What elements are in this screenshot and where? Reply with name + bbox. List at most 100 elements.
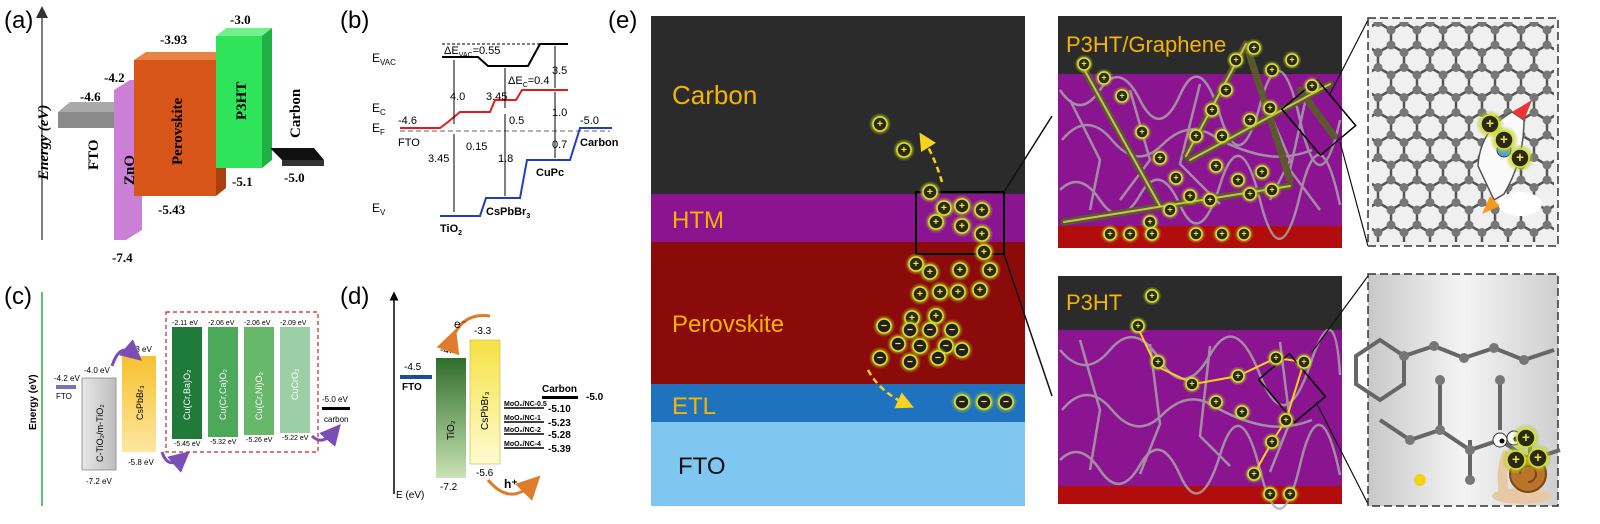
electron-label: e⁻: [454, 317, 467, 331]
hole: [1265, 183, 1279, 197]
hole-sign: +: [1157, 153, 1162, 163]
perovskite-layer-label: Perovskite: [672, 311, 784, 338]
hole: [974, 202, 990, 218]
hole-sign: +: [1213, 397, 1218, 407]
hole-sign: +: [1147, 217, 1152, 227]
hole-sign: +: [1135, 321, 1140, 331]
perovskite-top: -3.93: [160, 32, 188, 47]
b4-bot: -5.22 eV: [282, 435, 309, 442]
ef-label: EF: [372, 121, 385, 137]
b2-block: [208, 327, 238, 437]
hole-sign: +: [1101, 73, 1106, 83]
moo2-3-val: -5.28: [548, 430, 571, 441]
delta-ec: ΔEC=0.4: [508, 75, 549, 89]
hole-sign: +: [1173, 173, 1178, 183]
moo2-4-val: -5.39: [548, 444, 571, 455]
hole: [976, 244, 992, 260]
hole-sign: +: [1149, 229, 1154, 239]
hole-sign: +: [1289, 55, 1294, 65]
hole: [1305, 79, 1319, 93]
moo2-3: MoO₂/NC-2: [504, 427, 541, 434]
hole: [896, 142, 912, 158]
hole-sign: +: [955, 286, 961, 298]
carbon-label: Carbon: [288, 88, 304, 138]
hole: [972, 282, 988, 298]
cspbbr3-c-block: [122, 356, 156, 452]
val-0-5: 0.5: [509, 115, 524, 127]
hole-sign: +: [1239, 407, 1244, 417]
tio2-d-block: [436, 358, 466, 478]
panel-d: (d) E (eV) -4.5 FTO -4.2 -7.2 TiO₂ -3.3 …: [340, 283, 604, 501]
hole: [1510, 148, 1530, 168]
delta-evac: ΔEVAC=0.55: [444, 45, 500, 59]
b1-bot: -5.45 eV: [174, 441, 201, 448]
electron-sign: −: [981, 396, 987, 408]
hole-sign: +: [1247, 115, 1252, 125]
hole-sign: +: [1269, 185, 1274, 195]
hole-sign: +: [1251, 43, 1256, 53]
b3-top: -2.06 eV: [244, 320, 271, 327]
hole: [1131, 319, 1145, 333]
tio2-c-label: C-TiO₂/m-TiO₂: [95, 404, 105, 462]
hole-sign: +: [1512, 452, 1520, 467]
fto-d-label: FTO: [402, 382, 422, 393]
carbon-d-val: -5.0: [586, 392, 604, 403]
hole: [1103, 227, 1117, 241]
hole-sign: +: [1269, 437, 1274, 447]
perovskite-bottom: -5.43: [158, 202, 186, 217]
val-1-8: 1.8: [498, 153, 513, 165]
electron-sign: −: [907, 324, 913, 336]
zoom-box: [915, 191, 1005, 255]
val-3-45b: 3.45: [428, 153, 449, 165]
carbon-d-bar: [542, 396, 578, 399]
tio2-c-block: [81, 377, 117, 471]
hole: [1215, 129, 1229, 143]
hole-sign: +: [1273, 353, 1278, 363]
hole: [1265, 63, 1279, 77]
hole: [954, 218, 970, 234]
hole: [1285, 53, 1299, 67]
hole: [1263, 101, 1277, 115]
electrons-main: −−−−−−−−−−−−−−: [868, 314, 1018, 414]
hole-sign: +: [1209, 105, 1214, 115]
fto-wf: -4.6: [398, 115, 417, 127]
tio2-c-top: -4.0 eV: [84, 366, 110, 375]
hole-sign: +: [1235, 175, 1240, 185]
inset-bottom-label: P3HT: [1066, 290, 1122, 315]
panel-d-tag: (d): [340, 283, 369, 310]
hole: [1265, 435, 1279, 449]
hole: [1494, 130, 1514, 150]
b4-label: CuCrO₂: [290, 368, 300, 400]
electron-sign: −: [959, 344, 965, 356]
hole: [1247, 467, 1261, 481]
hole-sign: +: [927, 186, 933, 198]
electron-sign: −: [935, 352, 941, 364]
hole-sign: +: [1267, 489, 1272, 499]
hole: [1480, 114, 1500, 134]
hole: [982, 262, 998, 278]
electron-sign: −: [907, 356, 913, 368]
carbon-layer: [651, 16, 1025, 194]
hole: [908, 256, 924, 272]
hole-sign: +: [941, 202, 947, 214]
b2-label: Cu(Cr,Ca)O₂: [218, 368, 228, 420]
hole: [954, 198, 970, 214]
perovskite-label: Perovskite: [170, 97, 186, 165]
hole: [922, 184, 938, 200]
hole-sign: +: [1235, 371, 1240, 381]
hole: [1185, 377, 1199, 391]
hole: [1243, 187, 1257, 201]
cspbbr3-d-label: CsPbBr₃: [480, 391, 491, 430]
etl-layer-label: ETL: [672, 393, 716, 420]
electron: [912, 338, 928, 354]
hole-sign: +: [1287, 489, 1292, 499]
hole-label: h⁺: [504, 477, 518, 491]
hole-sign: +: [933, 310, 939, 322]
tio2-d-bot: -7.2: [440, 482, 458, 493]
hole: [1151, 355, 1165, 369]
hole: [1269, 351, 1283, 365]
hole-sign: +: [1081, 59, 1086, 69]
hole: [950, 284, 966, 300]
hole: [1145, 289, 1159, 303]
hole-sign: +: [957, 264, 963, 276]
